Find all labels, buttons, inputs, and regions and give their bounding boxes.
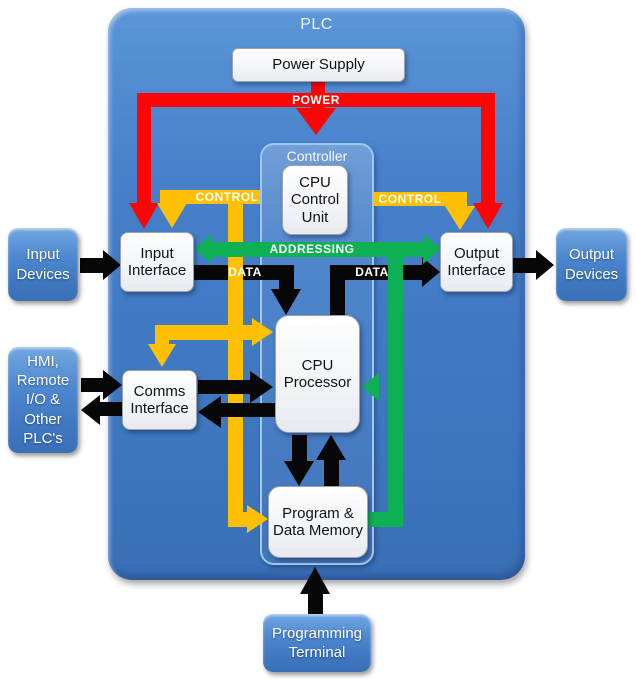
power-bus-left-leg xyxy=(137,93,151,205)
cpu-control-unit-box: CPU Control Unit xyxy=(282,165,348,235)
data-bus-left-vertical xyxy=(279,265,294,291)
comms-to-hmi-shaft xyxy=(98,402,122,416)
control-bus-mid-horizontal xyxy=(155,325,252,340)
controller-label: Controller xyxy=(286,148,348,164)
input-interface-box: Input Interface xyxy=(120,232,194,292)
programming-terminal-box: Programming Terminal xyxy=(263,614,371,672)
data-bus-right-label: DATA xyxy=(355,265,389,279)
hmi-to-comms-arrowhead xyxy=(103,370,122,400)
hmi-to-comms-shaft xyxy=(81,378,105,392)
data-bus-right-vertical xyxy=(330,272,345,315)
power-supply-box: Power Supply xyxy=(232,48,405,82)
power-bus-label: POWER xyxy=(292,93,340,107)
control-bus-right xyxy=(373,192,467,206)
control-arrowhead-input-interface xyxy=(157,203,187,228)
terminal-arrowhead xyxy=(300,567,330,594)
program-data-memory-box: Program & Data Memory xyxy=(268,486,368,558)
comms-interface-box: Comms Interface xyxy=(122,370,197,430)
power-arrowhead-output-interface xyxy=(473,203,503,229)
power-arrowhead-input-interface xyxy=(129,203,159,229)
control-arrowhead-comms-interface xyxy=(148,344,176,367)
control-bus-right-label: CONTROL xyxy=(378,192,442,206)
addressing-bus-memory-bend xyxy=(368,512,403,527)
hmi-remote-io-box: HMI, Remote I/O & Other PLC's xyxy=(8,347,78,453)
cpu-to-comms-arrowhead xyxy=(198,396,221,428)
plc-title: PLC xyxy=(300,16,333,33)
terminal-arrow-shaft xyxy=(308,592,323,616)
cpu-to-memory-shaft xyxy=(292,435,307,463)
addressing-arrowhead-output-interface xyxy=(423,234,441,264)
cpu-to-memory-arrowhead xyxy=(284,461,314,486)
control-bus-comms-leg xyxy=(155,332,169,346)
cpu-to-comms-shaft xyxy=(219,403,275,417)
control-arrowhead-cpu-processor xyxy=(252,318,273,346)
output-devices-arrow-shaft xyxy=(513,258,538,273)
data-bus-left-horizontal xyxy=(194,265,294,280)
cpu-processor-box: CPU Processor xyxy=(275,315,360,433)
output-devices-arrowhead xyxy=(536,250,554,280)
output-interface-box: Output Interface xyxy=(440,232,513,292)
control-arrowhead-output-interface xyxy=(445,206,475,230)
addressing-bus-horizontal xyxy=(211,242,424,257)
control-bus-right-leg xyxy=(453,192,467,208)
power-bus-right-leg xyxy=(481,93,495,205)
input-devices-arrowhead xyxy=(103,250,121,280)
power-arrowhead-controller xyxy=(296,108,336,135)
input-devices-arrow-shaft xyxy=(80,258,105,273)
control-bus-memory-bend xyxy=(228,512,247,527)
comms-to-cpu-arrowhead xyxy=(250,371,273,403)
power-bus-horizontal xyxy=(137,93,495,107)
output-devices-box: Output Devices xyxy=(556,228,627,301)
data-arrowhead-output-interface xyxy=(422,257,440,287)
control-bus-left-label: CONTROL xyxy=(195,190,259,204)
comms-to-cpu-shaft xyxy=(198,380,252,394)
control-bus-vertical xyxy=(228,197,243,527)
addressing-bus-vertical xyxy=(388,250,403,527)
comms-to-hmi-arrowhead xyxy=(81,395,100,425)
input-devices-box: Input Devices xyxy=(8,228,78,301)
addressing-arrowhead-input-interface xyxy=(194,234,212,264)
memory-to-cpu-arrowhead xyxy=(316,435,346,460)
data-arrowhead-cpu-processor xyxy=(271,289,301,315)
data-bus-left-label: DATA xyxy=(228,265,262,279)
addressing-arrowhead-cpu-processor xyxy=(362,373,379,401)
memory-to-cpu-shaft xyxy=(324,458,339,486)
control-arrowhead-memory xyxy=(247,505,268,533)
addressing-bus-label: ADDRESSING xyxy=(269,242,355,256)
